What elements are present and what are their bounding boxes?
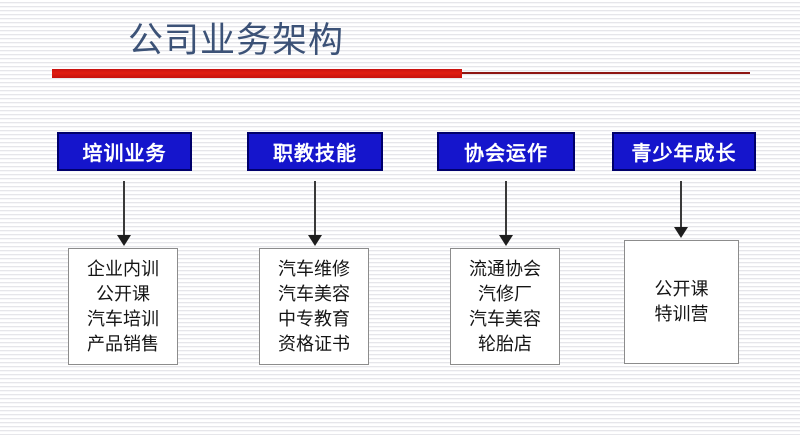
category-header-box-4[interactable]: 青少年成长 xyxy=(612,132,756,171)
category-detail-box-4[interactable]: 公开课 特训营 xyxy=(624,240,739,364)
page-title: 公司业务架构 xyxy=(128,21,345,61)
down-arrow-icon-4 xyxy=(674,181,688,241)
list-item: 汽车维修 xyxy=(278,258,350,280)
list-item: 汽车美容 xyxy=(469,308,541,330)
category-header-box-3[interactable]: 协会运作 xyxy=(437,132,575,171)
list-item: 汽车美容 xyxy=(278,283,350,305)
arrow-head xyxy=(308,235,322,246)
list-item: 公开课 xyxy=(654,279,709,300)
arrow-shaft xyxy=(314,181,316,237)
down-arrow-icon-3 xyxy=(499,181,513,247)
arrow-head xyxy=(117,235,131,246)
list-item: 汽修厂 xyxy=(478,283,532,305)
list-item: 中专教育 xyxy=(278,308,350,330)
title-accent-bar-thin xyxy=(462,72,750,74)
category-detail-box-2[interactable]: 汽车维修 汽车美容 中专教育 资格证书 xyxy=(259,248,369,365)
category-header-box-1[interactable]: 培训业务 xyxy=(57,132,192,171)
arrow-head xyxy=(499,235,513,246)
list-item: 流通协会 xyxy=(469,258,541,280)
list-item: 企业内训 xyxy=(87,258,159,280)
list-item: 资格证书 xyxy=(278,333,350,355)
list-item: 汽车培训 xyxy=(87,308,159,330)
arrow-shaft xyxy=(505,181,507,237)
down-arrow-icon-2 xyxy=(308,181,322,247)
list-item: 公开课 xyxy=(96,283,150,305)
arrow-shaft xyxy=(680,181,682,229)
category-detail-box-1[interactable]: 企业内训 公开课 汽车培训 产品销售 xyxy=(68,248,178,365)
list-item: 轮胎店 xyxy=(478,333,532,355)
title-accent-bar-thick xyxy=(52,69,462,78)
down-arrow-icon-1 xyxy=(117,181,131,247)
category-detail-box-3[interactable]: 流通协会 汽修厂 汽车美容 轮胎店 xyxy=(450,248,560,365)
arrow-head xyxy=(674,227,688,238)
list-item: 产品销售 xyxy=(87,333,159,355)
category-header-box-2[interactable]: 职教技能 xyxy=(247,132,383,171)
list-item: 特训营 xyxy=(654,304,709,325)
arrow-shaft xyxy=(123,181,125,237)
